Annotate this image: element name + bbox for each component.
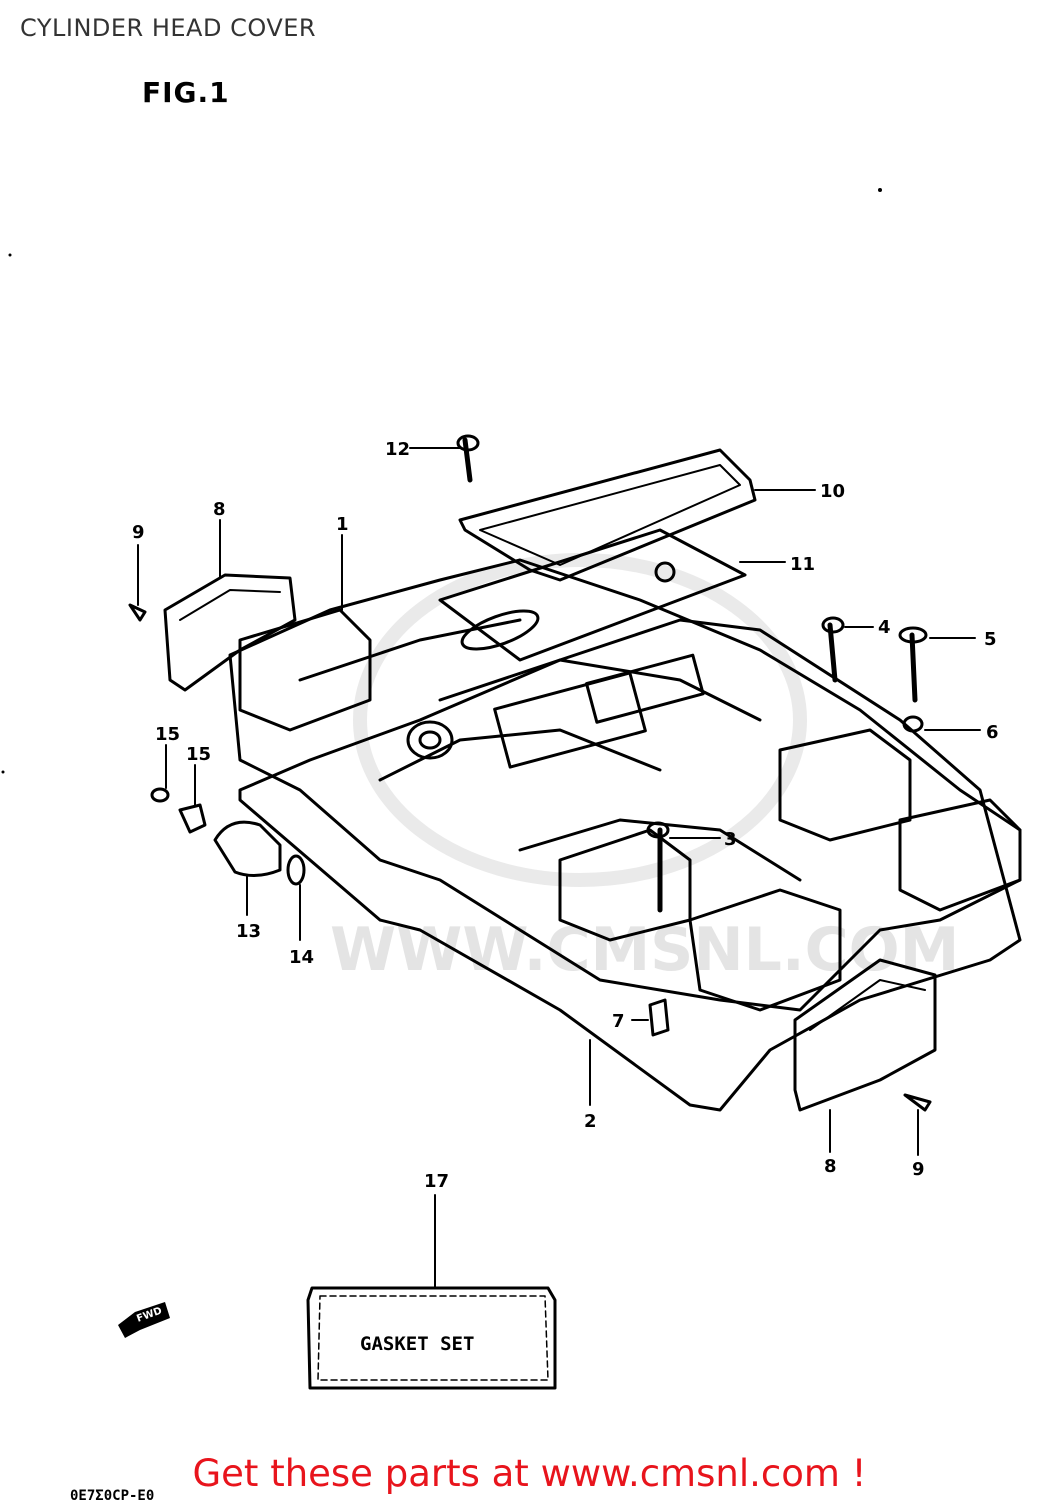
oil-filler-cap (213, 820, 282, 877)
callout-13: 13 (236, 921, 261, 942)
callout-1: 1 (336, 514, 349, 535)
callout-11: 11 (790, 554, 815, 575)
gasket-set-label: GASKET SET (360, 1333, 474, 1355)
head-cover-body (228, 558, 1022, 1012)
callout-8-left: 8 (213, 499, 226, 520)
callout-15-a: 15 (155, 724, 180, 745)
callout-15-b: 15 (186, 744, 211, 765)
callout-10: 10 (820, 481, 845, 502)
callout-9-right: 9 (912, 1159, 925, 1180)
callout-8-right: 8 (824, 1156, 837, 1177)
callout-9-left: 9 (132, 522, 145, 543)
breather-gasket (438, 528, 747, 662)
speck-mark (1, 770, 5, 774)
callout-2: 2 (584, 1111, 597, 1132)
callout-4: 4 (878, 617, 891, 638)
figure-label: FIG.1 (142, 76, 230, 109)
end-cap-left (163, 573, 297, 692)
watermark-logo: WWW.CMSNL.COM (330, 553, 959, 985)
callout-17: 17 (424, 1171, 449, 1192)
forward-arrow-icon: FWD (118, 1302, 170, 1338)
callout-3: 3 (724, 829, 737, 850)
callout-6: 6 (986, 722, 999, 743)
breather-cover-plate (458, 448, 757, 582)
callout-7: 7 (612, 1011, 625, 1032)
watermark-text: WWW.CMSNL.COM (330, 915, 959, 985)
page-title: CYLINDER HEAD COVER (20, 14, 317, 42)
speck-mark (8, 253, 12, 257)
end-cap-right (793, 958, 937, 1112)
promo-link[interactable]: Get these parts at www.cmsnl.com ! (192, 1452, 867, 1495)
callout-5: 5 (984, 629, 997, 650)
speck-mark (878, 188, 882, 192)
callout-12: 12 (385, 439, 410, 460)
gasket-set-box (306, 1286, 557, 1390)
callout-14: 14 (289, 947, 314, 968)
